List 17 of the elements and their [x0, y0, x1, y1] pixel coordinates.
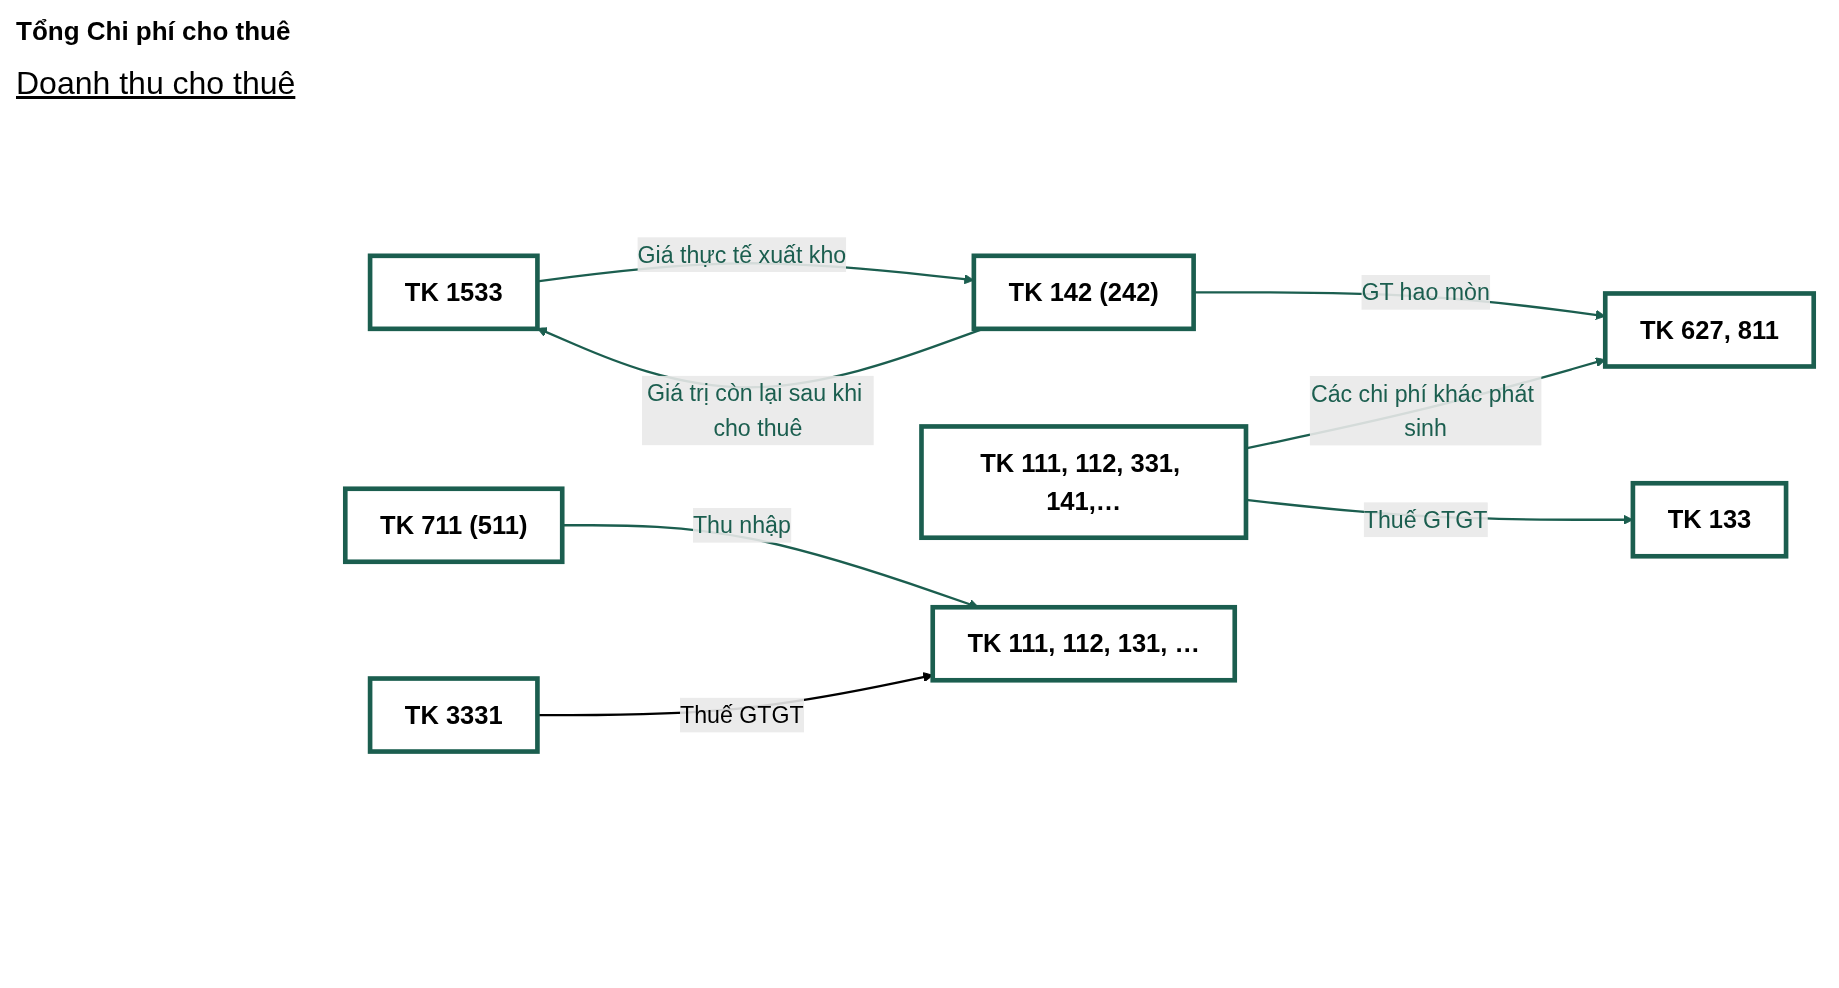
edge-label: Thuế GTGT: [1363, 506, 1488, 533]
node-box: TK 111, 112, 131, …: [930, 604, 1238, 683]
node-box: TK 133: [1630, 480, 1789, 559]
node-box: TK 627, 811: [1602, 290, 1817, 369]
node-box: TK 3331: [367, 675, 540, 754]
edge-label: Giá trị còn lại sau khi cho thuê: [647, 379, 863, 441]
edge-label: Giá thực tế xuất kho: [637, 241, 847, 267]
edge-label: Thu nhập: [692, 512, 791, 538]
node-box: TK 711 (511): [342, 486, 565, 564]
edge-label: GT hao mòn: [1361, 279, 1490, 305]
edge-label: Các chi phí khác phát sinh: [1310, 380, 1534, 441]
node-box: TK 142 (242): [971, 253, 1196, 331]
node-box: TK 111, 112, 331, 141,…: [919, 423, 1249, 540]
edge-label: Thuế GTGT: [680, 701, 804, 728]
section-heading: Doanh thu cho thuê: [16, 65, 297, 102]
note-text: Tổng Chi phí cho thuê: [16, 16, 292, 47]
node-box: TK 1533: [367, 253, 540, 331]
